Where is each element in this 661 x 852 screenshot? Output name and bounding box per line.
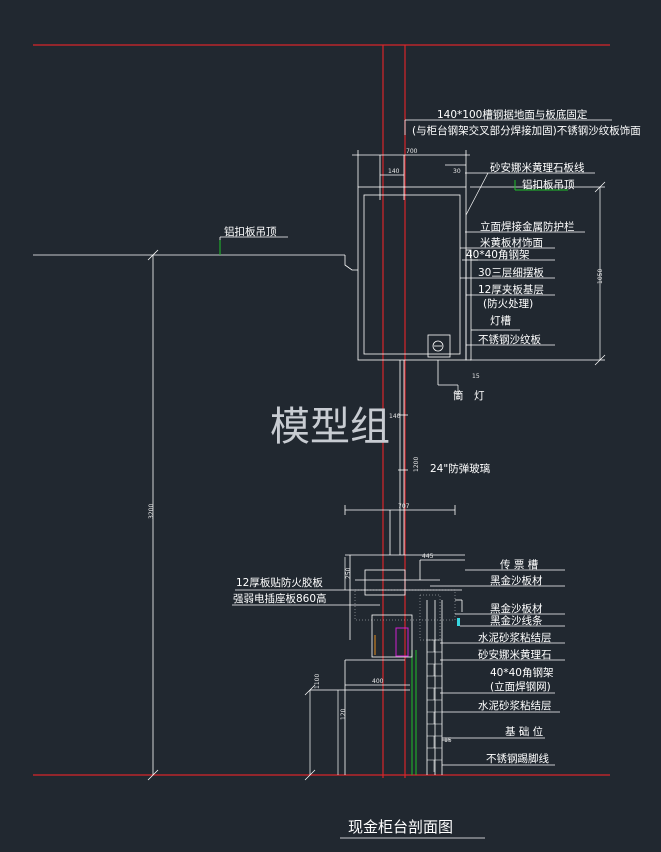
green-marks bbox=[219, 180, 568, 775]
label-black-gold-strip: 黑金沙线条 bbox=[490, 614, 543, 627]
drawing-title: 现金柜台剖面图 bbox=[348, 818, 453, 836]
left-ceiling bbox=[33, 236, 358, 781]
label-ticket-slot: 传 票 槽 bbox=[500, 559, 539, 571]
annotation-labels: 140*100槽钢据地面与板底固定 (与柜台钢架交叉部分焊接加固)不锈钢沙纹板饰… bbox=[224, 108, 641, 765]
dim-1100: 1100 bbox=[314, 674, 321, 689]
label-fire-treatment: (防火处理) bbox=[483, 297, 533, 310]
cyan-mark bbox=[457, 618, 460, 626]
label-black-gold-1: 黑金沙板材 bbox=[490, 574, 543, 587]
label-skirting: 不锈钢踢脚线 bbox=[486, 752, 549, 765]
watermark: 模型组 bbox=[270, 404, 390, 450]
dim-400: 400 bbox=[372, 678, 384, 685]
dim-707: 707 bbox=[398, 503, 410, 510]
label-angle-steel-frame: 40*40角钢架 bbox=[466, 248, 530, 261]
label-tube-light: 筒 灯 bbox=[453, 389, 485, 402]
dim-1050 bbox=[470, 181, 606, 366]
label-light-trough: 灯槽 bbox=[490, 315, 511, 327]
dim-140b: 140 bbox=[389, 413, 401, 420]
magenta-cutout bbox=[395, 627, 409, 657]
dim-30: 30 bbox=[453, 168, 461, 175]
label-fire-panel: 12厚板贴防火胶板 bbox=[236, 576, 323, 589]
dim-1050: 1050 bbox=[597, 269, 604, 284]
dim-15b: 15 bbox=[444, 737, 452, 744]
dim-700: 700 bbox=[406, 148, 418, 155]
counter-top-stone bbox=[354, 589, 456, 641]
label-beige-panel: 米黄板材饰面 bbox=[480, 236, 543, 249]
label-aluminum-ceiling-left: 铝扣板吊顶 bbox=[224, 225, 277, 238]
dim-445: 445 bbox=[422, 553, 434, 560]
dim-250: 250 bbox=[345, 567, 352, 579]
label-base-level: 基 础 位 bbox=[505, 725, 544, 738]
dims-lower bbox=[304, 557, 346, 781]
counter-body bbox=[310, 505, 465, 775]
label-layer-board: 30三层细摆板 bbox=[478, 266, 544, 279]
label-black-gold-2: 黑金沙板材 bbox=[490, 602, 543, 615]
label-fire-board: 12厚夹板基层 bbox=[478, 283, 544, 296]
dim-120: 120 bbox=[340, 708, 347, 720]
dimension-labels: 700 140 30 1050 15 140 1200 3200 707 445… bbox=[148, 148, 604, 744]
leaders-lower bbox=[430, 569, 565, 766]
label-welded-mesh: (立面焊钢网) bbox=[490, 680, 551, 693]
label-steel-note-1: 140*100槽钢据地面与板底固定 bbox=[437, 108, 588, 121]
dim-140: 140 bbox=[388, 168, 400, 175]
label-steel-frame-2: 40*40角钢架 bbox=[490, 666, 554, 679]
label-socket-board: 强弱电插座板860高 bbox=[233, 592, 327, 605]
label-stainless-plate: 不锈钢沙纹板 bbox=[478, 333, 541, 346]
label-marble-edge: 砂安娜米黄理石板线 bbox=[490, 161, 585, 174]
label-cement-mortar-2: 水泥砂浆粘结层 bbox=[478, 699, 552, 712]
dim-15a: 15 bbox=[472, 373, 480, 380]
brick-hatch bbox=[427, 639, 442, 772]
label-steel-note-2: (与柜台钢架交叉部分焊接加固)不锈钢沙纹板饰面 bbox=[412, 124, 641, 137]
dim-1200: 1200 bbox=[413, 457, 420, 472]
label-cement-mortar-1: 水泥砂浆粘结层 bbox=[478, 631, 552, 644]
upper-cabinet bbox=[352, 150, 478, 555]
label-welded-railing: 立面焊接金属防护栏 bbox=[480, 220, 575, 233]
leaders-left bbox=[232, 589, 350, 606]
leaders-upper bbox=[404, 119, 612, 400]
dim-3200: 3200 bbox=[148, 504, 155, 519]
label-glass: 24"防弹玻璃 bbox=[430, 462, 490, 475]
label-marble-2: 砂安娜米黄理石 bbox=[478, 648, 552, 661]
label-aluminum-ceiling-right: 铝扣板吊顶 bbox=[522, 178, 575, 191]
